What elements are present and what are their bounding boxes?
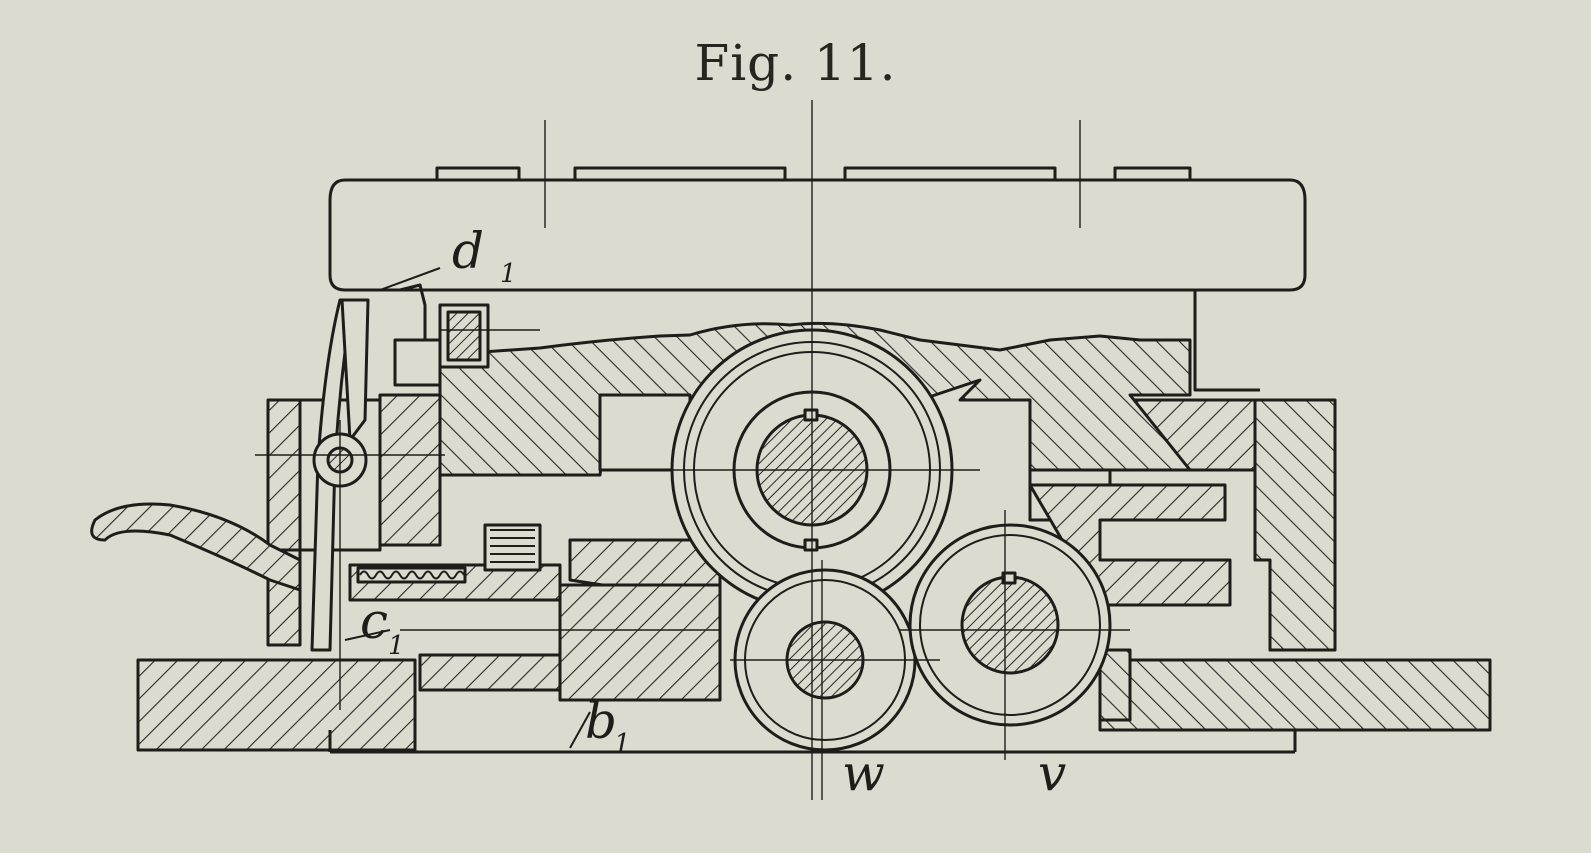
gear-v [908,523,1112,727]
label-v: v [1038,744,1066,802]
label-b-sub: 1 [614,729,631,759]
center-lines [255,100,1130,800]
table-top [328,166,1307,392]
base-plate [136,658,1492,754]
figure-title: Fig. 11. [694,34,897,92]
handle-arm [90,502,302,592]
part-labels: d 1 c 1 b 1 w v [360,222,1066,802]
label-d: d [452,222,484,280]
label-d-sub: 1 [500,259,517,289]
leader-lines [344,267,591,749]
label-c-sub: 1 [388,631,405,661]
spring-plunger [348,523,562,692]
label-b: b [585,692,617,750]
label-w: w [842,744,885,802]
label-c: c [360,592,388,650]
